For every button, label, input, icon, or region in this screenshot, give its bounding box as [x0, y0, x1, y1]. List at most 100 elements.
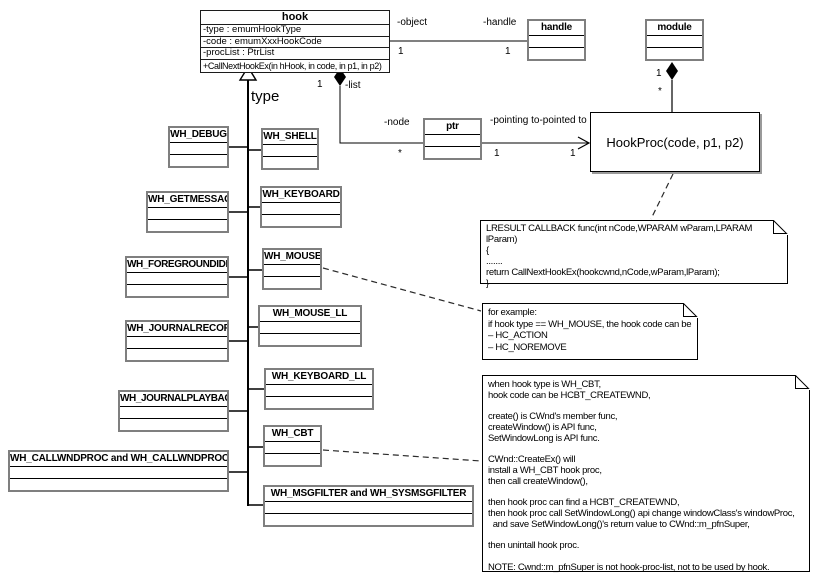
- class-wh-foregroundidle: WH_FOREGROUNDIDLE: [125, 256, 229, 298]
- empty-compartment: [425, 135, 480, 147]
- note-fold-icon: [773, 220, 788, 235]
- class-wh-keyboard: WH_KEYBOARD: [260, 186, 342, 228]
- empty-compartment: [529, 48, 584, 59]
- empty-compartment: [265, 502, 472, 514]
- empty-compartment: [647, 36, 702, 48]
- empty-compartment: [127, 337, 227, 349]
- class-title: WH_FOREGROUNDIDLE: [127, 258, 227, 273]
- empty-compartment: [127, 273, 227, 285]
- empty-compartment: [127, 285, 227, 296]
- class-title: WH_MSGFILTER and WH_SYSMSGFILTER: [265, 487, 472, 502]
- left-subclass-connectors: [229, 146, 248, 473]
- class-title: WH_KEYBOARD: [262, 188, 340, 203]
- note-wh-cbt-text: when hook type is WH_CBT, hook code can …: [488, 379, 795, 573]
- empty-compartment: [148, 220, 227, 231]
- empty-compartment: [263, 145, 317, 157]
- composition-hook-ptr-line: [339, 86, 423, 144]
- empty-compartment: [260, 334, 360, 345]
- generalization-type-label: type: [251, 88, 280, 105]
- note-callback-text: LRESULT CALLBACK func(int nCode,WPARAM w…: [486, 223, 753, 289]
- class-wh-keyboard-ll: WH_KEYBOARD_LL: [264, 368, 374, 410]
- class-ptr: ptr: [423, 118, 482, 160]
- empty-compartment: [170, 155, 227, 166]
- empty-compartment: [266, 397, 372, 408]
- empty-compartment: [265, 514, 472, 525]
- empty-compartment: [170, 143, 227, 155]
- note-fold-icon: [795, 375, 810, 390]
- empty-compartment: [425, 147, 480, 158]
- note-wh-cbt-details: when hook type is WH_CBT, hook code can …: [482, 375, 810, 573]
- empty-compartment: [265, 454, 320, 465]
- class-wh-journalrecord: WH_JOURNALRECORD: [125, 320, 229, 362]
- role-pointing-label: -pointing to-pointed to: [490, 115, 587, 126]
- note-example-text: for example: if hook type == WH_MOUSE, t…: [488, 307, 692, 353]
- hookproc-box: HookProc(code, p1, p2): [590, 112, 760, 172]
- empty-compartment: [529, 36, 584, 48]
- empty-compartment: [10, 479, 227, 490]
- class-wh-shell: WH_SHELL: [261, 128, 319, 170]
- class-handle-title: handle: [529, 21, 584, 36]
- class-module: module: [645, 19, 704, 61]
- mult-handle-label: 1: [505, 46, 511, 57]
- class-hook: hook -type : emumHookType -code : emumXx…: [200, 10, 390, 73]
- note-anchor-hookproc: [650, 173, 674, 220]
- class-wh-debug: WH_DEBUG: [168, 126, 229, 168]
- mult-object-label: 1: [398, 46, 404, 57]
- open-arrowhead-icon: [577, 136, 591, 150]
- mult-pointing-dst-label: 1: [570, 148, 576, 159]
- class-title: WH_DEBUG: [170, 128, 227, 143]
- mult-node-label: *: [398, 148, 402, 159]
- class-handle: handle: [527, 19, 586, 61]
- class-title: WH_KEYBOARD_LL: [266, 370, 372, 385]
- empty-compartment: [265, 442, 320, 454]
- class-wh-mouse-ll: WH_MOUSE_LL: [258, 305, 362, 347]
- note-example: for example: if hook type == WH_MOUSE, t…: [482, 303, 698, 360]
- mult-module-label: 1: [656, 68, 662, 79]
- class-title: WH_JOURNALPLAYBACK: [120, 392, 227, 407]
- class-hook-attr-type: -type : emumHookType: [201, 24, 389, 37]
- empty-compartment: [263, 157, 317, 168]
- class-title: WH_GETMESSAGE: [148, 193, 227, 208]
- empty-compartment: [260, 322, 360, 334]
- mult-module-star-label: *: [658, 86, 662, 97]
- class-module-title: module: [647, 21, 702, 36]
- empty-compartment: [262, 203, 340, 215]
- class-wh-callwndproc: WH_CALLWNDPROC and WH_CALLWNDPROCRET: [8, 450, 229, 492]
- role-node-label: -node: [384, 117, 410, 128]
- role-handle-label: -handle: [483, 17, 517, 28]
- empty-compartment: [266, 385, 372, 397]
- class-hook-operation: +CallNextHookEx(in hHook, in code, in p1…: [203, 60, 382, 71]
- note-callback-code: LRESULT CALLBACK func(int nCode,WPARAM w…: [480, 220, 788, 289]
- class-hook-title: hook: [201, 11, 389, 25]
- class-title: WH_JOURNALRECORD: [127, 322, 227, 337]
- class-title: WH_CBT: [265, 427, 320, 442]
- empty-compartment: [264, 265, 320, 277]
- class-wh-cbt: WH_CBT: [263, 425, 322, 467]
- note-anchor-wh-cbt: [322, 449, 482, 462]
- class-ptr-title: ptr: [425, 120, 480, 135]
- empty-compartment: [120, 407, 227, 419]
- class-wh-msgfilter: WH_MSGFILTER and WH_SYSMSGFILTER: [263, 485, 474, 527]
- class-wh-getmessage: WH_GETMESSAGE: [146, 191, 229, 233]
- class-hook-attr-code: -code : emumXxxHookCode: [201, 36, 389, 48]
- class-title: WH_MOUSE_LL: [260, 307, 360, 322]
- empty-compartment: [264, 277, 320, 288]
- class-wh-journalplayback: WH_JOURNALPLAYBACK: [118, 390, 229, 432]
- empty-compartment: [148, 208, 227, 220]
- empty-compartment: [10, 467, 227, 479]
- empty-compartment: [127, 349, 227, 360]
- role-object-label: -object: [397, 17, 428, 28]
- mult-pointing-src-label: 1: [494, 148, 500, 159]
- empty-compartment: [262, 215, 340, 226]
- note-fold-icon: [683, 303, 698, 318]
- class-title: WH_SHELL: [263, 130, 317, 145]
- class-wh-mouse: WH_MOUSE: [262, 248, 322, 290]
- class-hook-attr-proclist: -procList : PtrList: [201, 47, 389, 60]
- class-title: WH_MOUSE: [264, 250, 320, 265]
- class-title: WH_CALLWNDPROC and WH_CALLWNDPROCRET: [10, 452, 227, 467]
- mult-list-label: 1: [317, 79, 323, 90]
- empty-compartment: [647, 48, 702, 59]
- role-list-label: -list: [345, 80, 361, 91]
- empty-compartment: [120, 419, 227, 430]
